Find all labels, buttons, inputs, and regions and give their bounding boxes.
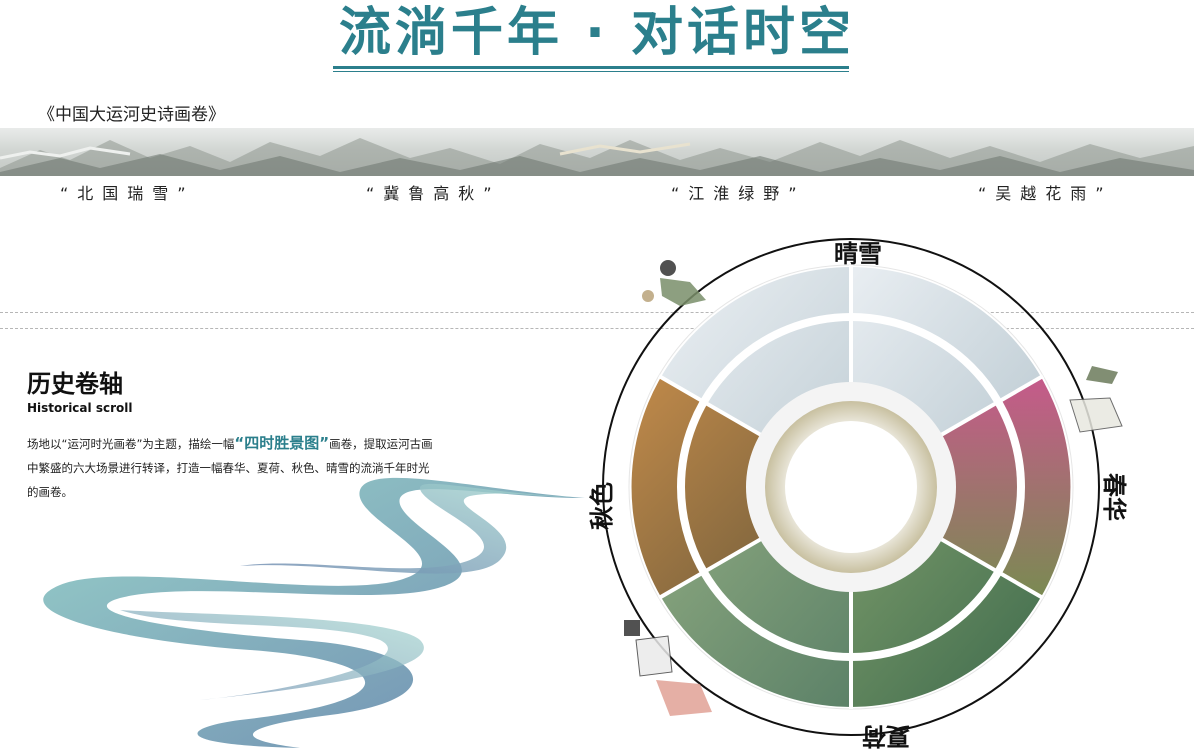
title-underline-thin: [333, 71, 849, 72]
section-body-text-2: 画卷，提取运河古画中繁盛的六大场景进行转译，打造一幅春华、夏荷、秋色、晴雪的流淌…: [27, 437, 433, 499]
wheel-label-autumn: 秋色: [588, 482, 616, 530]
wheel-label-spring: 春华: [1100, 473, 1128, 521]
wheel-label-summer: 夏荷: [862, 722, 910, 750]
section-body-text-1: 场地以“运河时光画卷”为主题，描绘一幅: [27, 437, 235, 451]
title-underline: [333, 66, 849, 69]
wheel-label-snow: 晴雪: [834, 240, 882, 268]
section-subtitle: Historical scroll: [27, 401, 133, 415]
section-body: 场地以“运河时光画卷”为主题，描绘一幅“四时胜景图”画卷，提取运河古画中繁盛的六…: [27, 431, 437, 504]
section-body-highlight: “四时胜景图”: [234, 434, 330, 452]
dashed-divider-bottom: [0, 328, 1194, 329]
scene-label-jianghuai-green: “江淮绿野”: [671, 184, 806, 203]
dashed-divider-top: [0, 312, 1194, 313]
outer-ring: [602, 238, 1100, 736]
section-title: 历史卷轴: [27, 370, 123, 398]
scene-label-jilu-autumn: “冀鲁高秋”: [366, 184, 501, 203]
scroll-painting: [0, 128, 1194, 176]
figure-top-left: [642, 260, 706, 306]
page-title: 流淌千年 · 对话时空: [339, 3, 855, 63]
figure-bottom-left: [624, 620, 712, 716]
scene-label-north-snow: “北国瑞雪”: [60, 184, 195, 203]
figure-right: [1069, 366, 1123, 433]
scene-label-wuyue-flower: “吴越花雨”: [978, 184, 1113, 203]
center-disk: [785, 421, 917, 553]
scroll-title: 《中国大运河史诗画卷》: [38, 105, 225, 125]
